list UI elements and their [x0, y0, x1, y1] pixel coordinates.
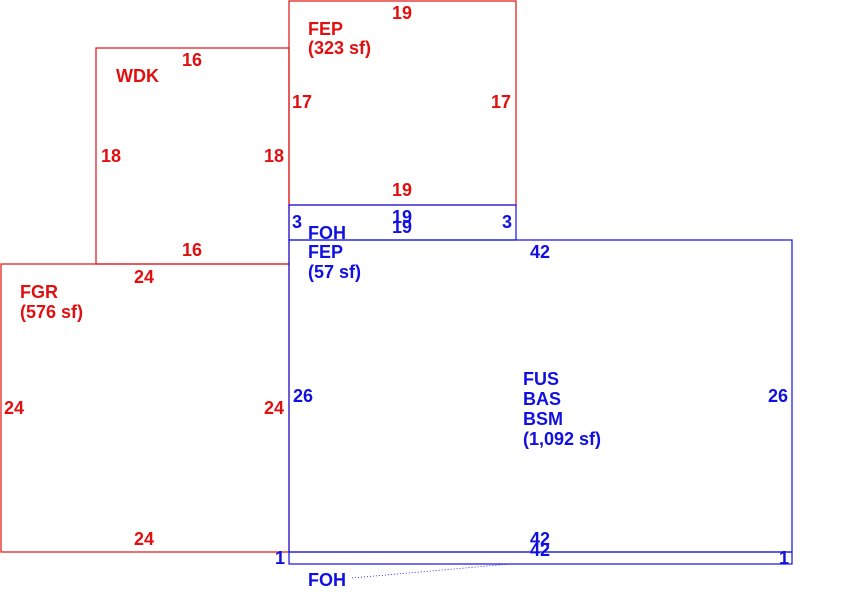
foh-top-dim-left: 3	[292, 212, 302, 232]
fgr-dim-left: 24	[4, 398, 24, 418]
wdk-dim-top: 16	[182, 50, 202, 70]
foh-top-dim-right: 3	[502, 212, 512, 232]
main-dim-bottom: 42	[530, 529, 550, 549]
fep-upper-area-label: (323 sf)	[308, 38, 371, 58]
foh-bottom-code-label: FOH	[308, 570, 346, 590]
main-line1-label: FUS	[523, 369, 559, 389]
fep-upper-dim-right: 17	[491, 92, 511, 112]
fep-upper-code-label: FEP	[308, 19, 343, 39]
main-line3-label: BSM	[523, 409, 563, 429]
fgr-dim-bottom: 24	[134, 529, 154, 549]
wdk-dim-bottom: 16	[182, 240, 202, 260]
foh-bottom-dim-left: 1	[275, 548, 285, 568]
fgr-dim-top: 24	[134, 267, 154, 287]
foh-top-code-label: FOH	[308, 223, 346, 243]
foh-bottom-dim-right: 1	[779, 548, 789, 568]
foh-leader-line	[351, 563, 511, 579]
fgr-code-label: FGR	[20, 282, 58, 302]
fep-upper-dim-top: 19	[392, 3, 412, 23]
fgr-area-label: (576 sf)	[20, 302, 83, 322]
fep-upper-dim-left: 17	[292, 92, 312, 112]
foh-top-dim-bottom: 19	[392, 217, 412, 237]
fep-upper-dim-bottom: 19	[392, 180, 412, 200]
main-dim-left: 26	[293, 386, 313, 406]
wdk-dim-right: 18	[264, 146, 284, 166]
main-dim-right: 26	[768, 386, 788, 406]
fep-lower-code-label: FEP	[308, 242, 343, 262]
foh-top-dim-top: 19	[392, 207, 412, 227]
foh-bottom-dim-top: 42	[530, 540, 550, 560]
main-line2-label: BAS	[523, 389, 561, 409]
fgr-dim-right: 24	[264, 398, 284, 418]
main-area-label: (1,092 sf)	[523, 429, 601, 449]
wdk-dim-left: 18	[101, 146, 121, 166]
foh-bottom-outline	[288, 551, 793, 565]
fep-lower-area-label: (57 sf)	[308, 262, 361, 282]
main-dim-top: 42	[530, 242, 550, 262]
wdk-code-label: WDK	[116, 66, 159, 86]
